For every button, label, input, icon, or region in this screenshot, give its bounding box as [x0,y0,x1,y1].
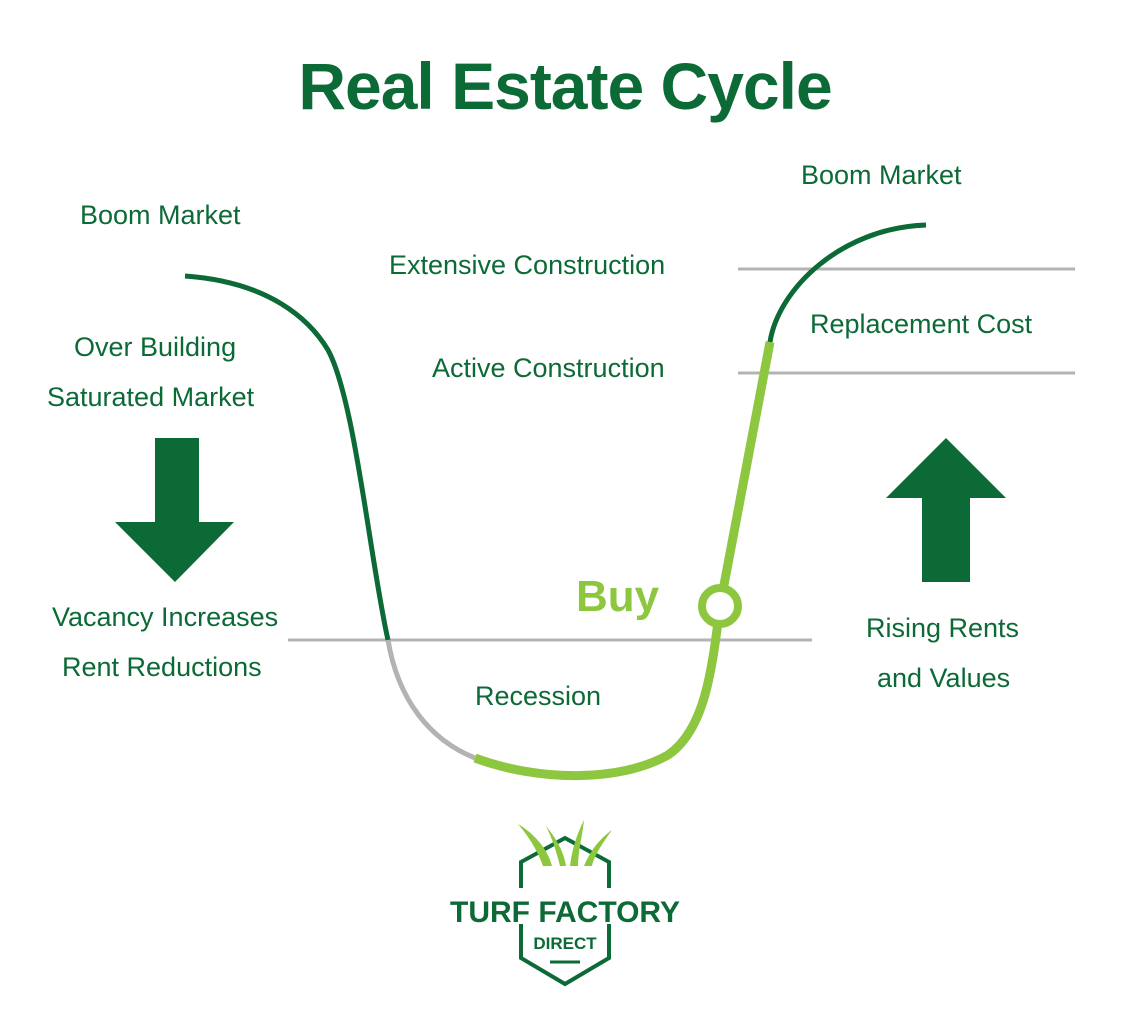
up-arrow-icon [886,438,1006,582]
boom-market-left-label: Boom Market [80,200,241,230]
buy-label: Buy [576,572,660,621]
recession-entry-curve [385,639,476,761]
saturated-market-label: Saturated Market [47,382,255,412]
recovery-curve [473,341,775,781]
extensive-construction-label: Extensive Construction [389,250,666,280]
rising-rents-label: Rising Rents [866,613,1020,643]
downturn-curve [184,273,391,641]
rent-reductions-label: Rent Reductions [62,652,262,682]
active-construction-label: Active Construction [432,353,665,383]
vacancy-increases-label: Vacancy Increases [52,602,279,632]
replacement-cost-label: Replacement Cost [810,309,1033,339]
logo-sub: DIRECT [533,934,597,953]
boom-market-right-label: Boom Market [801,160,962,190]
logo-name: TURF FACTORY [450,896,680,929]
recession-label: Recession [475,681,602,711]
boom-curve [767,222,927,343]
over-building-label: Over Building [74,332,237,362]
buy-marker [698,584,742,628]
turf-factory-logo: TURF FACTORY DIRECT [450,820,680,987]
down-arrow-icon [115,438,234,582]
page-title: Real Estate Cycle [298,49,832,123]
and-values-label: and Values [877,663,1011,693]
